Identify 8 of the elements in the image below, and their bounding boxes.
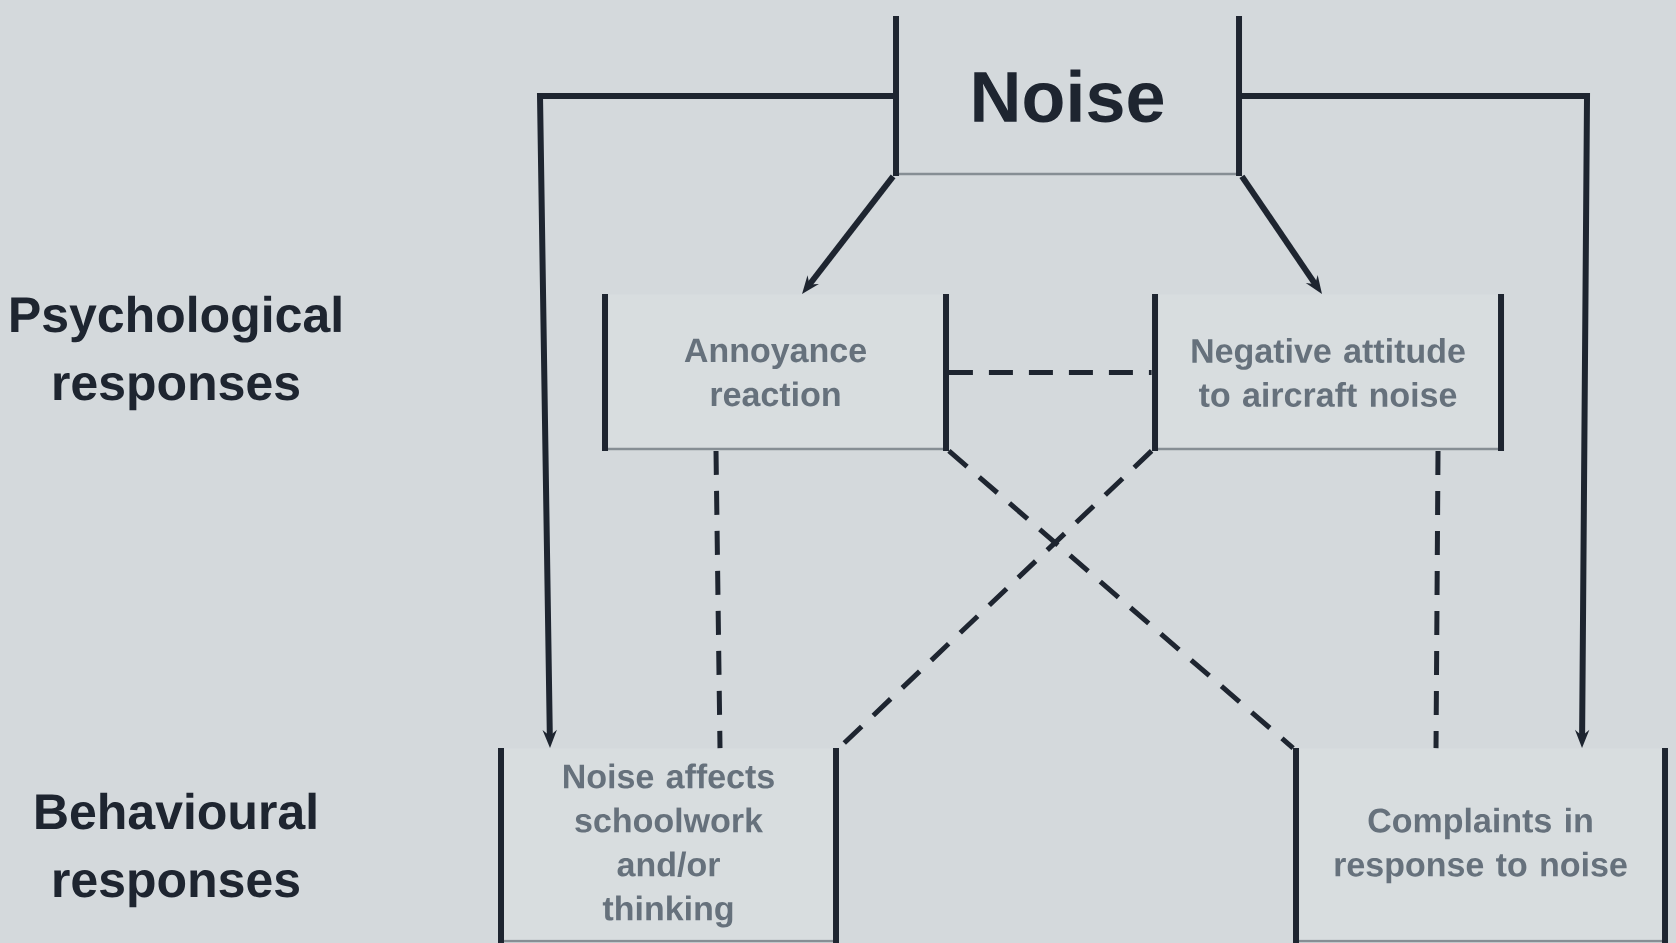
side-label: Psychological responses [11, 295, 341, 411]
connector-line [1433, 450, 1441, 749]
connector-line [947, 449, 1295, 750]
process-box: Noise affects schoolwork and/or thinking [498, 748, 839, 943]
side-label: Behavioural responses [36, 792, 316, 908]
connector-line [713, 450, 723, 749]
process-box: Complaints in response to noise [1293, 748, 1668, 943]
connector-line [948, 370, 1152, 375]
